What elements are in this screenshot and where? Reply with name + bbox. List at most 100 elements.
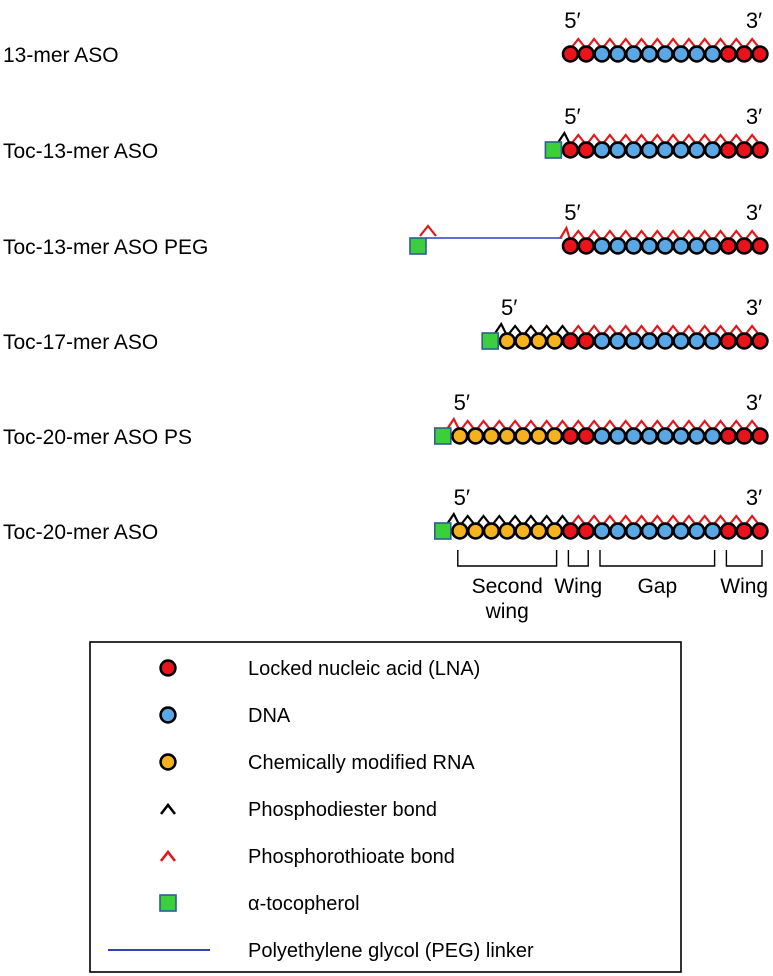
- phosphorothioate-bond: [569, 133, 588, 146]
- rna-nucleotide: [466, 427, 485, 445]
- phosphorothioate-bond: [664, 229, 682, 242]
- lna-nucleotide: [561, 237, 580, 255]
- dna-nucleotide: [640, 237, 659, 255]
- segment-bracket: [457, 550, 558, 567]
- phosphorothioate-bond: [601, 324, 619, 337]
- dna-nucleotide: [624, 45, 643, 63]
- dna-nucleotide: [703, 45, 722, 63]
- dna-nucleotide: [688, 141, 706, 159]
- phosphorothioate-bond: [680, 514, 698, 527]
- phosphorothioate-bond: [585, 514, 603, 527]
- segment-bracket: [725, 550, 763, 567]
- lna-nucleotide: [719, 237, 738, 255]
- rna-nucleotide: [482, 427, 501, 445]
- dna-nucleotide: [593, 45, 611, 63]
- construct-row: Toc-20-mer ASO PS5′3′: [3, 390, 769, 449]
- phosphorothioate-bond: [616, 514, 635, 527]
- lna-nucleotide: [719, 522, 738, 540]
- phosphorothioate-bond: [632, 37, 651, 50]
- legend-label: Phosphodiester bond: [248, 799, 437, 821]
- three-prime-label: 3′: [746, 104, 762, 129]
- phosphorothioate-bond: [474, 419, 493, 432]
- legend-label: Phosphorothioate bond: [248, 846, 455, 868]
- phosphorothioate-bond: [585, 324, 603, 337]
- phosphorothioate-bond: [711, 37, 730, 50]
- five-prime-label: 5′: [454, 390, 470, 415]
- construct-label: Toc-13-mer ASO PEG: [3, 236, 208, 259]
- dna-nucleotide: [703, 237, 722, 255]
- construct-label: Toc-20-mer ASO PS: [3, 426, 192, 449]
- phosphorothioate-bond: [601, 133, 619, 146]
- dna-nucleotide: [640, 141, 659, 159]
- phosphorothioate-bond: [632, 324, 651, 337]
- phosphorothioate-bond: [490, 419, 509, 432]
- phosphorothioate-bond: [559, 225, 572, 242]
- dna-nucleotide: [688, 522, 706, 540]
- phosphodiester-bond: [522, 324, 540, 337]
- three-prime-label: 3′: [746, 200, 762, 225]
- phosphorothioate-bond: [743, 324, 761, 337]
- phosphorothioate-bond: [695, 133, 714, 146]
- phosphorothioate-bond: [585, 229, 603, 242]
- legend-box: [89, 641, 682, 973]
- dna-nucleotide: [703, 522, 722, 540]
- segment-label: Wing: [554, 575, 602, 598]
- rna-nucleotide: [530, 427, 548, 445]
- phosphorothioate-bond: [601, 514, 619, 527]
- legend-item: Phosphorothioate bond: [159, 846, 455, 868]
- phosphorothioate-bond: [711, 324, 730, 337]
- phosphorothioate-bond: [727, 324, 746, 337]
- legend-item: α-tocopherol: [159, 893, 360, 915]
- rna-nucleotide: [482, 522, 501, 540]
- lna-nucleotide: [735, 45, 753, 63]
- phosphorothioate-bond: [711, 514, 730, 527]
- lna-nucleotide: [735, 141, 753, 159]
- dna-nucleotide: [593, 522, 611, 540]
- phosphodiester-bond: [474, 514, 493, 527]
- phosphorothioate-bond: [616, 37, 635, 50]
- tocopherol-square: [159, 894, 177, 912]
- lna-nucleotide: [735, 522, 753, 540]
- phosphorothioate-bond: [664, 419, 682, 432]
- phosphorothioate-bond: [664, 37, 682, 50]
- phosphorothioate-bond: [727, 133, 746, 146]
- dna-nucleotide: [656, 141, 674, 159]
- dna-nucleotide: [624, 427, 643, 445]
- phosphorothioate-bond: [664, 133, 682, 146]
- rna-nucleotide: [545, 427, 564, 445]
- dna-nucleotide: [609, 45, 627, 63]
- lna-circle: [159, 659, 177, 677]
- phosphorothioate-bond: [601, 229, 619, 242]
- rna-nucleotide: [514, 332, 532, 350]
- phosphorothioate-bond: [743, 37, 761, 50]
- phosphorothioate-bond: [695, 419, 714, 432]
- legend-item: Polyethylene glycol (PEG) linker: [108, 940, 534, 962]
- phosphorothioate-bond: [680, 133, 698, 146]
- phosphodiester-bond: [446, 511, 461, 527]
- phosphorothioate-bond: [648, 229, 667, 242]
- dna-nucleotide: [672, 427, 690, 445]
- lna-nucleotide: [577, 332, 595, 350]
- phosphorothioate-bond: [585, 37, 603, 50]
- phosphorothioate-bond: [680, 419, 698, 432]
- dna-nucleotide: [672, 237, 690, 255]
- lna-nucleotide: [751, 45, 769, 63]
- lna-nucleotide: [719, 332, 738, 350]
- tocopherol-square: [409, 237, 427, 255]
- dna-nucleotide: [609, 427, 627, 445]
- segment-annotation: Wing: [720, 550, 768, 598]
- phosphorothioate-bond: [458, 419, 477, 432]
- construct-label: Toc-17-mer ASO: [3, 331, 158, 354]
- rna-circle: [159, 753, 177, 771]
- rna-nucleotide: [530, 332, 548, 350]
- dna-nucleotide: [688, 427, 706, 445]
- phosphorothioate-bond: [727, 419, 746, 432]
- lna-nucleotide: [561, 45, 580, 63]
- legend-label: α-tocopherol: [248, 893, 360, 915]
